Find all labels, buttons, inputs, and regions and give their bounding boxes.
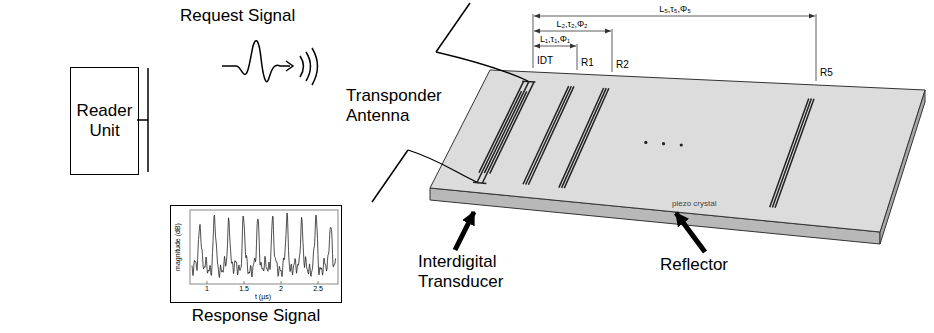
reflector-strip (526, 86, 572, 184)
plot-caption: Response Signal (170, 306, 342, 326)
dimension-lines (533, 14, 816, 81)
tick-label: 1.5 (239, 285, 249, 293)
part-label: Interdigital Transducer (418, 252, 528, 293)
idt-finger (477, 91, 522, 182)
wave-arc (300, 56, 304, 77)
ellipsis-dot (662, 142, 665, 145)
wave-arc (312, 48, 318, 85)
ellipsis-dot (644, 141, 647, 144)
response-plot: Response Signal (170, 205, 342, 326)
reflector-strip (562, 88, 607, 188)
electrode-name: R1 (581, 57, 594, 69)
electrode-name: R5 (820, 67, 833, 79)
request-pulse (222, 41, 290, 82)
reader-antenna (147, 68, 149, 172)
reflector-strip (772, 99, 811, 208)
pointer-arrow (455, 212, 474, 250)
dimension-label: L₅,τ₅,Φ₅ (659, 4, 691, 14)
tick-label: 2.5 (313, 285, 323, 293)
antenna-wire (408, 150, 479, 183)
transponder-antenna (372, 150, 408, 202)
wave-arc (306, 52, 311, 81)
reflector-strip (770, 98, 809, 207)
idt-finger (490, 82, 534, 174)
box-label: Reader Unit (75, 101, 134, 142)
electrode-name: IDT (537, 55, 553, 67)
tick-label: 2 (279, 285, 283, 293)
pulse-arrow (286, 61, 293, 71)
part-label: Reflector (660, 255, 728, 275)
plot-ticks (207, 281, 318, 284)
electrode-name: R2 (616, 59, 629, 71)
tick-label: 1 (205, 285, 209, 293)
axis-label: t (µs) (255, 293, 271, 301)
response-trace (192, 213, 336, 278)
reflector-strip (523, 86, 569, 184)
part-label: Transponder Antenna (346, 86, 454, 127)
idt-finger (482, 91, 526, 183)
reflector-strip (775, 99, 814, 208)
plot-axes (190, 210, 338, 284)
antenna-wire (436, 52, 528, 81)
ellipsis-dot (680, 143, 683, 146)
reflector-strip (559, 88, 604, 188)
dimension-label: L₂,τ₂,Φ₂ (556, 19, 587, 29)
idt-finger (484, 82, 528, 174)
reader-box: Reader Unit (70, 67, 139, 175)
transponder-antenna (436, 3, 470, 52)
axis-label: magnitude (dB) (174, 223, 182, 271)
dimension-label: L₁,τ₁,Φ₁ (540, 34, 570, 44)
pointer-arrow (676, 213, 705, 252)
piezo-crystal (430, 70, 925, 232)
reflector-strip (564, 88, 609, 188)
idt-busbar (473, 182, 486, 183)
electrodes (473, 81, 814, 207)
idt-finger (479, 81, 524, 172)
material-label: piezo crystal (672, 199, 716, 208)
signal-label: Request Signal (180, 6, 295, 26)
